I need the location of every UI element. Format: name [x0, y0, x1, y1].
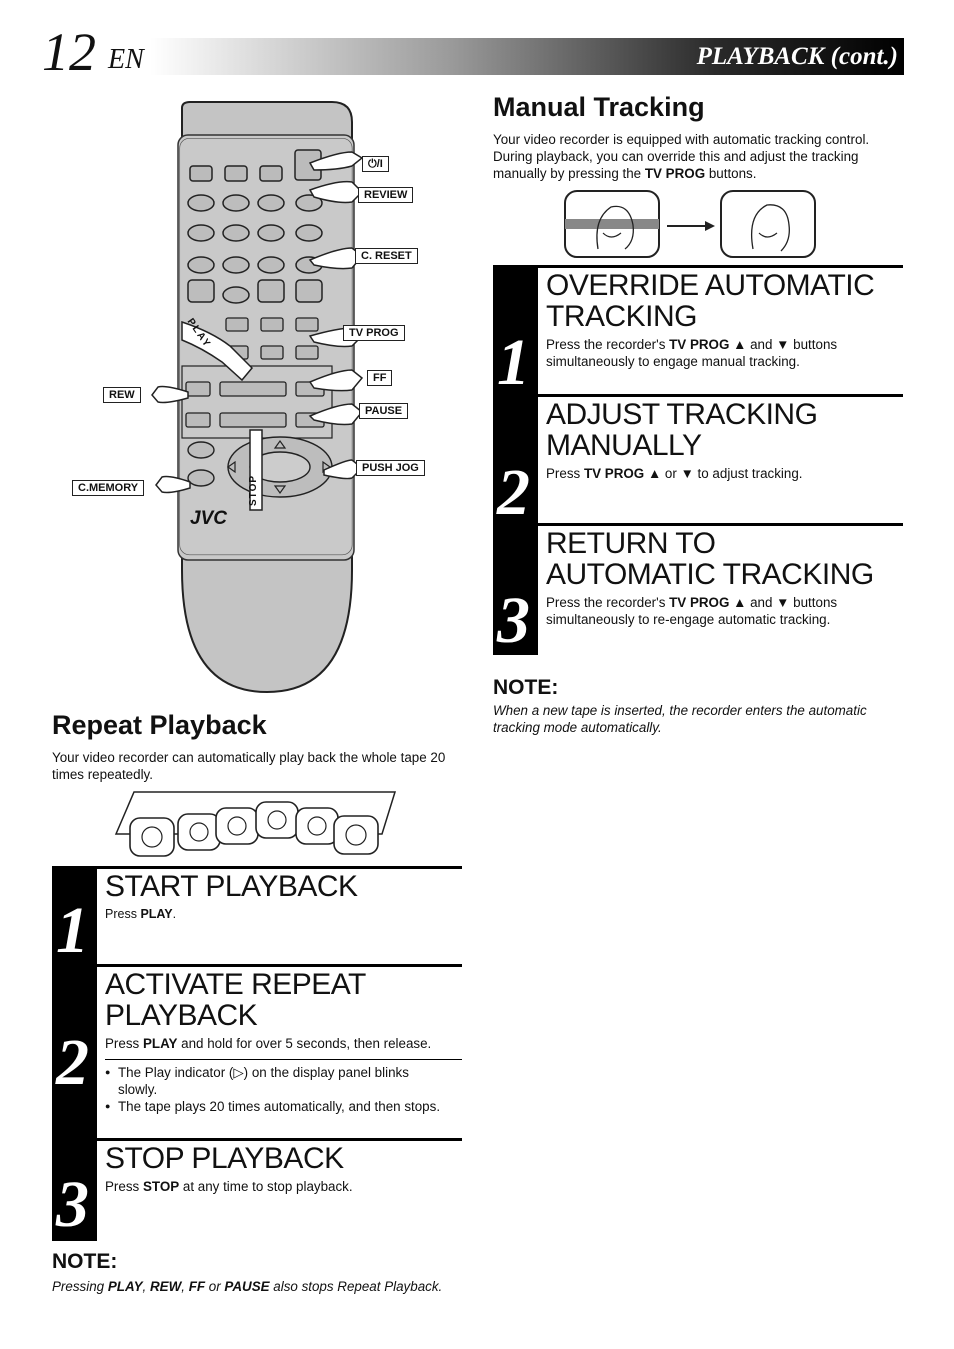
rp-step-3-title: STOP PLAYBACK — [105, 1142, 344, 1175]
manual-tracking-title: Manual Tracking — [493, 92, 705, 122]
remote-drawing — [151, 101, 364, 694]
remote-illustration: ⏻/I REVIEW C. RESET TV PROG FF PAUSE PUS… — [62, 100, 442, 700]
mt-step-3-number: 3 — [497, 584, 530, 657]
mt-step-2-title: ADJUST TRACKING MANUALLY — [546, 398, 818, 462]
mt-note-title: NOTE: — [493, 676, 559, 699]
section-title: PLAYBACK (cont.) — [696, 43, 898, 70]
manual-tracking-intro: Your video recorder is equipped with aut… — [493, 132, 870, 181]
mt-step-1-title: OVERRIDE AUTOMATIC TRACKING — [546, 269, 875, 333]
repeat-playback-illustration — [112, 788, 402, 860]
mt-step-2-number: 2 — [497, 456, 530, 529]
rp-step-2-bullets: The Play indicator (▷) on the display pa… — [105, 1064, 450, 1115]
manual-tracking-step-bar — [493, 265, 538, 655]
mt-note-text: When a new tape is inserted, the recorde… — [493, 703, 867, 735]
label-review: REVIEW — [358, 187, 414, 203]
label-tv-prog: TV PROG — [343, 325, 405, 341]
label-c-reset: C. RESET — [355, 248, 418, 264]
rp-step-1-text: Press PLAY. — [105, 907, 177, 921]
page-number: 12 — [42, 22, 96, 82]
rp-step-2-divider — [105, 1059, 462, 1060]
label-ff: FF — [367, 370, 393, 386]
rp-note-text: Pressing PLAY, REW, FF or PAUSE also sto… — [52, 1279, 443, 1294]
label-pause: PAUSE — [359, 403, 409, 419]
label-c-memory: C.MEMORY — [72, 480, 145, 496]
mt-step-3-text: Press the recorder's TV PROG ▲ and ▼ but… — [546, 595, 838, 627]
rp-step-1-rule — [97, 866, 462, 869]
rp-step-1-number: 1 — [56, 894, 89, 967]
mt-step-1-number: 1 — [497, 326, 530, 399]
mt-step-1-rule — [538, 265, 903, 268]
rp-step-2-title: ACTIVATE REPEAT PLAYBACK — [105, 968, 366, 1032]
label-push-jog: PUSH JOG — [356, 460, 425, 476]
mt-step-2-text: Press TV PROG ▲ or ▼ to adjust tracking. — [546, 466, 803, 481]
label-rew: REW — [103, 387, 141, 403]
language-code: EN — [108, 44, 144, 75]
label-stop: STOP — [248, 474, 260, 507]
header-bar — [150, 38, 904, 75]
repeat-playback-intro: Your video recorder can automatically pl… — [52, 750, 446, 782]
list-item: The Play indicator (▷) on the display pa… — [105, 1064, 450, 1098]
mt-step-3-rule — [538, 523, 903, 526]
rp-step-3-text: Press STOP at any time to stop playback. — [105, 1179, 353, 1194]
label-power: ⏻/I — [362, 156, 389, 172]
rp-step-2-text: Press PLAY and hold for over 5 seconds, … — [105, 1036, 432, 1051]
list-item: The tape plays 20 times automatically, a… — [105, 1098, 450, 1115]
rp-step-3-number: 3 — [56, 1168, 89, 1241]
rp-step-2-number: 2 — [56, 1026, 89, 1099]
mt-step-3-title: RETURN TO AUTOMATIC TRACKING — [546, 527, 874, 591]
rp-note-title: NOTE: — [52, 1250, 118, 1273]
rp-step-2-rule — [97, 964, 462, 967]
mt-step-1-text: Press the recorder's TV PROG ▲ and ▼ but… — [546, 337, 838, 369]
repeat-playback-title: Repeat Playback — [52, 710, 267, 740]
remote-brand-logo: JVC — [190, 508, 227, 529]
rp-step-3-rule — [97, 1138, 462, 1141]
rp-step-1-title: START PLAYBACK — [105, 870, 358, 903]
mt-step-2-rule — [538, 394, 903, 397]
repeat-step-bar — [52, 866, 97, 1241]
tracking-illustration — [563, 189, 819, 261]
